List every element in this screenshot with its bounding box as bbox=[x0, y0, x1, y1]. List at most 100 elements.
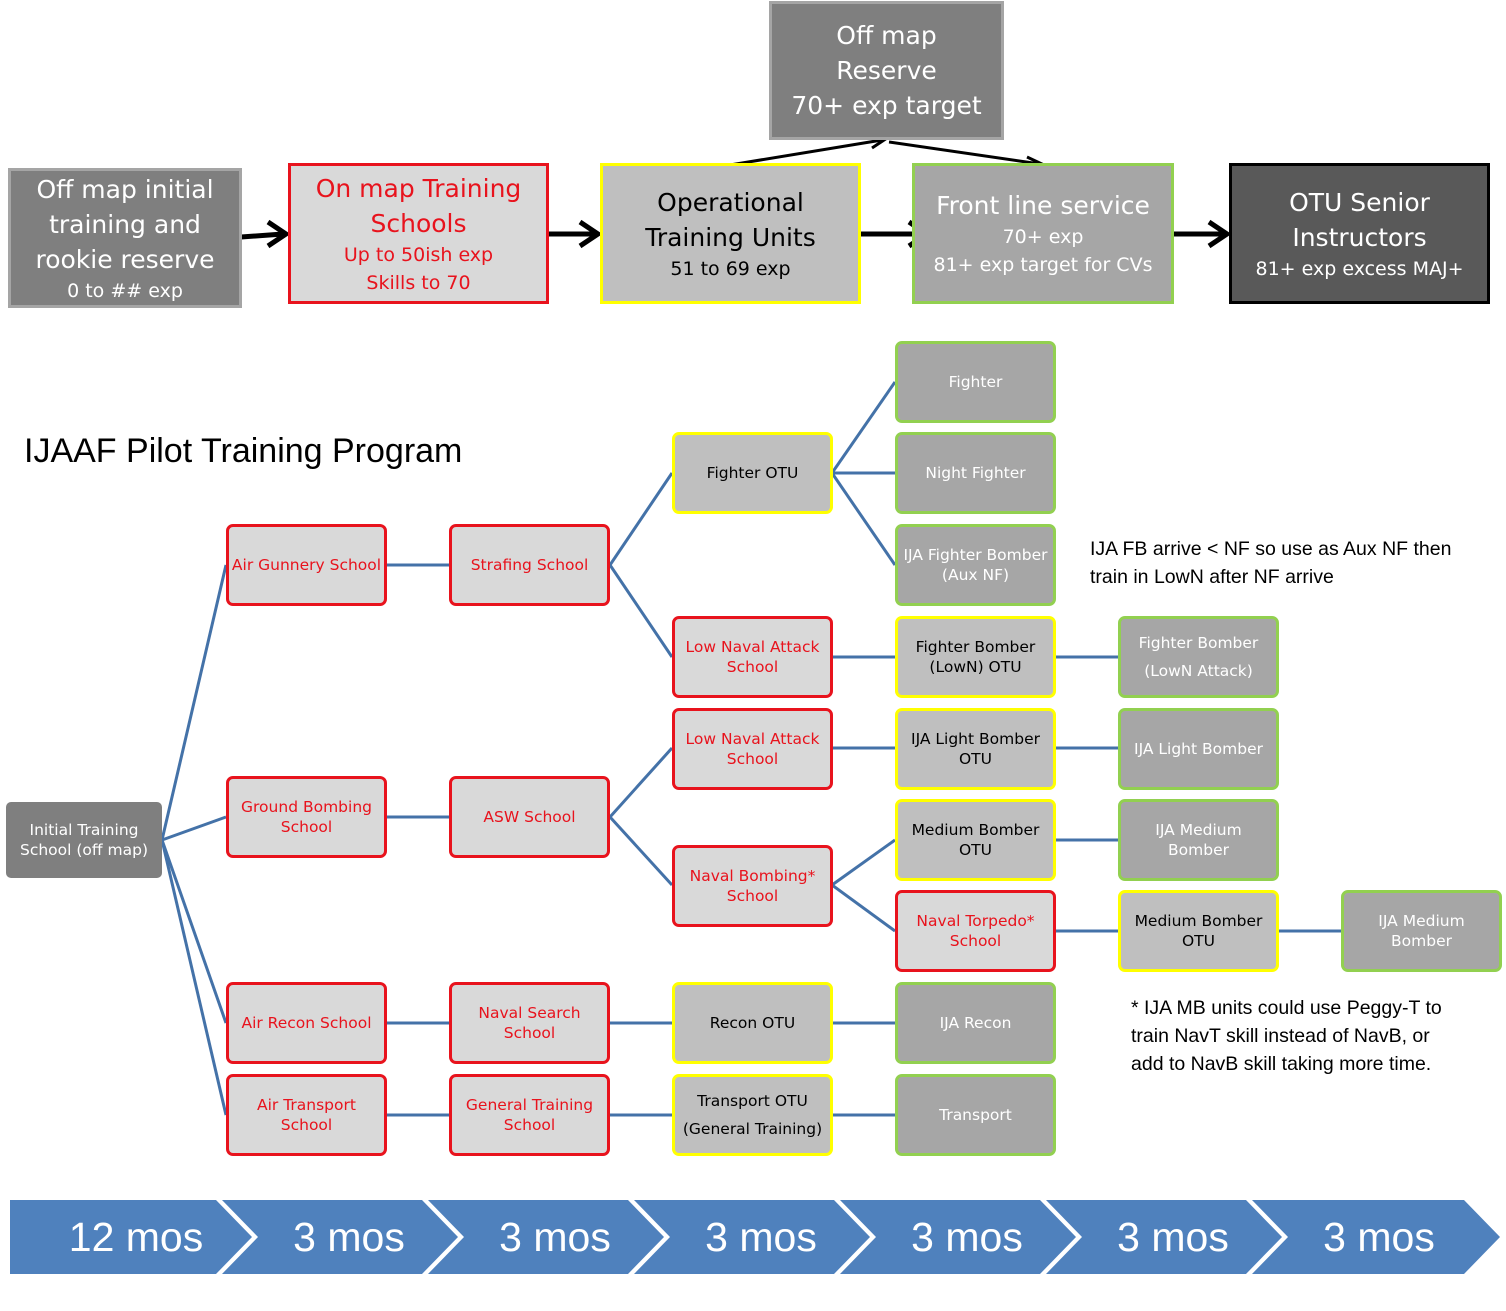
fighter-otu-node: Fighter OTU bbox=[672, 432, 833, 514]
general-training-school-node: General Training School bbox=[449, 1074, 610, 1156]
fighter-bomber-lown-attack-node: Fighter Bomber (LowN Attack) bbox=[1118, 616, 1279, 698]
air-recon-school-node: Air Recon School bbox=[226, 982, 387, 1064]
mb-note-line2: train NavT skill instead of NavB, or bbox=[1131, 1025, 1430, 1047]
mb-note: * IJA MB units could use Peggy-T to trai… bbox=[1131, 994, 1442, 1078]
light-bomber-label: IJA Light Bomber bbox=[1134, 740, 1263, 758]
night-fighter-unit-node: Night Fighter bbox=[895, 432, 1056, 514]
light-bomber-otu-node: IJA Light Bomber OTU bbox=[895, 708, 1056, 790]
low-naval-2-line2: School bbox=[726, 750, 779, 768]
strafing-school-node: Strafing School bbox=[449, 524, 610, 606]
medium-bomber-otu-1-node: Medium Bomber OTU bbox=[895, 799, 1056, 881]
mb-note-line1: * IJA MB units could use Peggy-T to bbox=[1131, 997, 1442, 1019]
ija-mb-2-line2: Bomber bbox=[1391, 932, 1452, 950]
initial-training-line2: training and bbox=[49, 209, 201, 239]
timeline-label-6: 3 mos bbox=[1117, 1214, 1229, 1260]
initial-training-line3: rookie reserve bbox=[35, 244, 215, 274]
timeline-segment-1 bbox=[10, 1200, 252, 1274]
air-gunnery-label: Air Gunnery School bbox=[231, 556, 382, 574]
air-recon-label: Air Recon School bbox=[241, 1014, 372, 1032]
ija-recon-label: IJA Recon bbox=[939, 1014, 1012, 1032]
recon-otu-node: Recon OTU bbox=[672, 982, 833, 1064]
initial-training-line4: 0 to ## exp bbox=[67, 279, 183, 302]
root-line2: School (off map) bbox=[19, 841, 148, 859]
reserve-line3: 70+ exp target bbox=[791, 91, 982, 120]
front-line-box: Front line service 70+ exp 81+ exp targe… bbox=[912, 163, 1174, 304]
naval-search-school-node: Naval Search School bbox=[449, 982, 610, 1064]
instructors-line2: Instructors bbox=[1292, 222, 1427, 252]
naval-bombing-school-node: Naval Bombing* School bbox=[672, 845, 833, 927]
reserve-line2: Reserve bbox=[836, 56, 937, 85]
air-transport-school-node: Air Transport School bbox=[226, 1074, 387, 1156]
ija-mb-2-line1: IJA Medium bbox=[1378, 912, 1465, 930]
ija-medium-bomber-2-node: IJA Medium Bomber bbox=[1341, 890, 1502, 972]
training-schools-box: On map Training Schools Up to 50ish exp … bbox=[288, 163, 549, 304]
initial-training-school-node: Initial Training School (off map) bbox=[6, 802, 162, 878]
night-fighter-label: Night Fighter bbox=[925, 464, 1026, 482]
otu-line1: Operational bbox=[657, 187, 804, 217]
fb-lown-otu-line2: (LowN) OTU bbox=[929, 658, 1022, 676]
ija-light-bomber-unit-node: IJA Light Bomber bbox=[1118, 708, 1279, 790]
fb-note-line1: IJA FB arrive < NF so use as Aux NF then bbox=[1090, 538, 1452, 560]
air-transport-line1: Air Transport bbox=[257, 1096, 356, 1114]
timeline-bar bbox=[10, 1200, 1500, 1274]
timeline-label-1: 12 mos bbox=[68, 1214, 204, 1260]
ija-medium-bomber-1-node: IJA Medium Bomber bbox=[1118, 799, 1279, 881]
mb-otu-2-line2: OTU bbox=[1181, 932, 1215, 950]
general-training-line2: School bbox=[503, 1116, 556, 1134]
fighter-label: Fighter bbox=[948, 373, 1003, 391]
timeline-label-7: 3 mos bbox=[1323, 1214, 1435, 1260]
otu-line2: Training Units bbox=[645, 222, 816, 252]
low-naval-2-line1: Low Naval Attack bbox=[685, 730, 820, 748]
low-naval-1-line1: Low Naval Attack bbox=[685, 638, 820, 656]
ija-recon-unit-node: IJA Recon bbox=[895, 982, 1056, 1064]
training-schools-line2: Schools bbox=[370, 208, 467, 238]
fighter-bomber-lown-otu-node: Fighter Bomber (LowN) OTU bbox=[895, 616, 1056, 698]
strafing-label: Strafing School bbox=[470, 556, 589, 574]
air-transport-line2: School bbox=[280, 1116, 333, 1134]
otu-line3: 51 to 69 exp bbox=[670, 257, 791, 280]
ground-bombing-line2: School bbox=[280, 818, 333, 836]
fighter-bomber-aux-nf-node: IJA Fighter Bomber (Aux NF) bbox=[895, 524, 1056, 606]
asw-school-node: ASW School bbox=[449, 776, 610, 858]
naval-bombing-line2: School bbox=[726, 887, 779, 905]
timeline-label-4: 3 mos bbox=[705, 1214, 817, 1260]
fb-lown-attack-line1: Fighter Bomber bbox=[1138, 634, 1259, 652]
transport-label: Transport bbox=[939, 1106, 1012, 1124]
naval-torpedo-line2: School bbox=[949, 932, 1002, 950]
training-schools-line1: On map Training bbox=[315, 173, 522, 203]
training-schools-line3: Up to 50ish exp bbox=[343, 243, 494, 266]
general-training-line1: General Training bbox=[465, 1096, 594, 1114]
timeline-segment-3 bbox=[428, 1200, 664, 1274]
reserve-line1: Off map bbox=[836, 21, 937, 50]
mb-otu-1-line2: OTU bbox=[958, 841, 992, 859]
lb-otu-line2: OTU bbox=[958, 750, 992, 768]
initial-training-box: Off map initial training and rookie rese… bbox=[8, 168, 242, 308]
timeline-label-5: 3 mos bbox=[911, 1214, 1023, 1260]
fb-note-line2: train in LowN after NF arrive bbox=[1090, 566, 1334, 588]
mb-note-line3: add to NavB skill taking more time. bbox=[1131, 1053, 1432, 1075]
fighter-otu-label: Fighter OTU bbox=[706, 464, 799, 482]
fb-aux-line2: (Aux NF) bbox=[941, 566, 1010, 584]
fb-lown-otu-line1: Fighter Bomber bbox=[915, 638, 1036, 656]
timeline-segment-7 bbox=[1252, 1200, 1500, 1274]
timeline-segment-6 bbox=[1046, 1200, 1282, 1274]
ground-bombing-school-node: Ground Bombing School bbox=[226, 776, 387, 858]
initial-training-line1: Off map initial bbox=[36, 174, 214, 204]
fighter-unit-node: Fighter bbox=[895, 341, 1056, 423]
ground-bombing-line1: Ground Bombing bbox=[241, 798, 372, 816]
naval-search-line1: Naval Search bbox=[478, 1004, 581, 1022]
ija-mb-1-line1: IJA Medium bbox=[1155, 821, 1242, 839]
timeline-label-3: 3 mos bbox=[499, 1214, 611, 1260]
mb-otu-1-line1: Medium Bomber bbox=[911, 821, 1040, 839]
naval-torpedo-school-node: Naval Torpedo* School bbox=[895, 890, 1056, 972]
ija-mb-1-line2: Bomber bbox=[1168, 841, 1229, 859]
medium-bomber-otu-2-node: Medium Bomber OTU bbox=[1118, 890, 1279, 972]
front-line-line1: Front line service bbox=[936, 191, 1150, 220]
low-naval-1-line2: School bbox=[726, 658, 779, 676]
transport-otu-line2: (General Training) bbox=[682, 1120, 823, 1138]
recon-otu-label: Recon OTU bbox=[709, 1014, 796, 1032]
training-schools-line4: Skills to 70 bbox=[366, 271, 471, 294]
instructors-box: OTU Senior Instructors 81+ exp excess MA… bbox=[1229, 163, 1490, 304]
naval-bombing-line1: Naval Bombing* bbox=[689, 867, 816, 885]
low-naval-attack-school-2-node: Low Naval Attack School bbox=[672, 708, 833, 790]
